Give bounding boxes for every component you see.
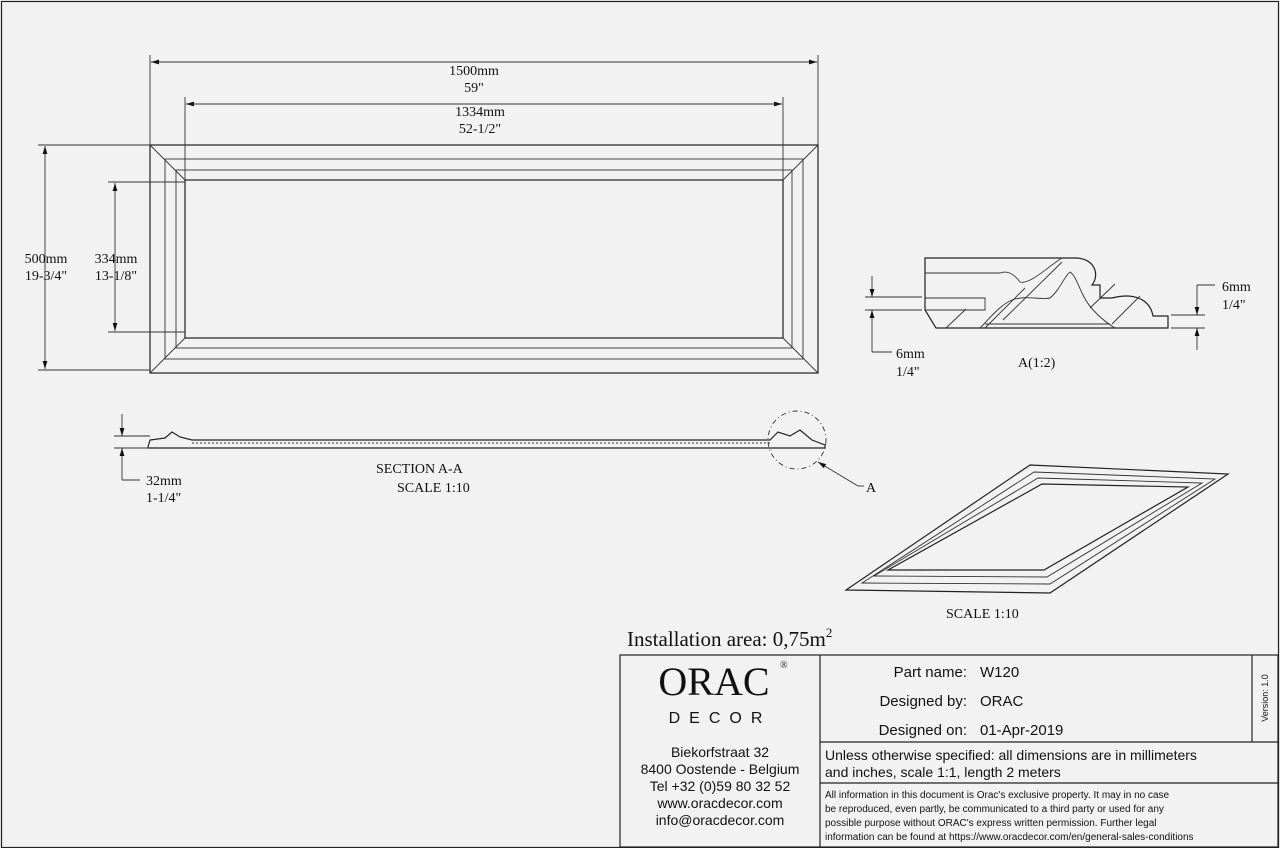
logo-name: ORAC: [658, 659, 769, 704]
section-scale: SCALE 1:10: [397, 481, 470, 496]
dim-text-mm: 1500mm: [449, 64, 499, 79]
address-city: 8400 Oostende - Belgium: [641, 761, 800, 777]
part-name-value: W120: [980, 664, 1019, 681]
section-title: SECTION A-A: [376, 462, 464, 477]
email-link[interactable]: info@oracdecor.com: [656, 812, 785, 828]
units-note-line: and inches, scale 1:1, length 2 meters: [825, 764, 1061, 780]
part-name-label: Part name:: [894, 664, 967, 681]
dim-text-mm: 334mm: [95, 252, 138, 267]
dim-text-in: 1/4": [1222, 298, 1246, 313]
legal-line: possible purpose without ORAC's express …: [825, 818, 1157, 829]
orac-decor-logo: ORAC ® DECOR: [658, 659, 788, 727]
dim-text-in: 1/4": [896, 365, 920, 380]
profile-detail: 6mm 1/4" 6mm 1/4" A(1:2): [865, 257, 1251, 380]
installation-area: Installation area: 0,75m2: [627, 625, 832, 651]
dim-text-in: 52-1/2": [459, 122, 501, 137]
designed-on-label: Designed on:: [879, 722, 967, 739]
detail-circle: [767, 410, 827, 470]
isometric-view: SCALE 1:10: [844, 464, 1230, 622]
phone: Tel +32 (0)59 80 32 52: [650, 778, 791, 794]
designed-by-label: Designed by:: [879, 693, 967, 710]
dim-text-mm: 6mm: [1222, 280, 1251, 295]
dim-text-mm: 1334mm: [455, 105, 505, 120]
logo-sub: DECOR: [669, 710, 772, 727]
dim-text-mm: 500mm: [25, 252, 68, 267]
dimension-overall-height: 500mm 19-3/4": [25, 144, 150, 371]
dimension-overall-width: 1500mm 59": [149, 55, 819, 145]
designed-on-value: 01-Apr-2019: [980, 722, 1063, 739]
version-label: Version: 1.0: [1260, 674, 1270, 722]
detail-marker: A: [866, 481, 877, 496]
dim-text-mm: 6mm: [896, 347, 925, 362]
designed-by-value: ORAC: [980, 693, 1024, 710]
dimension-inner-height: 334mm 13-1/8": [95, 181, 185, 333]
detail-label: A(1:2): [1018, 356, 1056, 371]
legal-line: All information in this document is Orac…: [825, 790, 1170, 801]
dimension-inner-width: 1334mm 52-1/2": [184, 97, 784, 180]
dim-text-in: 19-3/4": [25, 269, 67, 284]
address-street: Biekorfstraat 32: [671, 744, 769, 760]
legal-line: be reproduced, even partly, be communica…: [825, 804, 1164, 815]
dim-text-in: 59": [464, 81, 484, 96]
dim-text-in: 1-1/4": [146, 491, 181, 506]
section-view: 32mm 1-1/4" SECTION A-A SCALE 1:10 A: [114, 410, 877, 506]
dim-text-mm: 32mm: [146, 474, 182, 489]
dim-text-in: 13-1/8": [95, 269, 137, 284]
isometric-scale: SCALE 1:10: [946, 607, 1019, 622]
front-view: [149, 144, 819, 374]
legal-line: information can be found at https://www.…: [825, 832, 1194, 843]
title-block: ORAC ® DECOR Biekorfstraat 32 8400 Ooste…: [619, 654, 1279, 848]
registered-mark: ®: [780, 660, 788, 671]
website-link[interactable]: www.oracdecor.com: [656, 795, 782, 811]
units-note-line: Unless otherwise specified: all dimensio…: [825, 747, 1197, 763]
